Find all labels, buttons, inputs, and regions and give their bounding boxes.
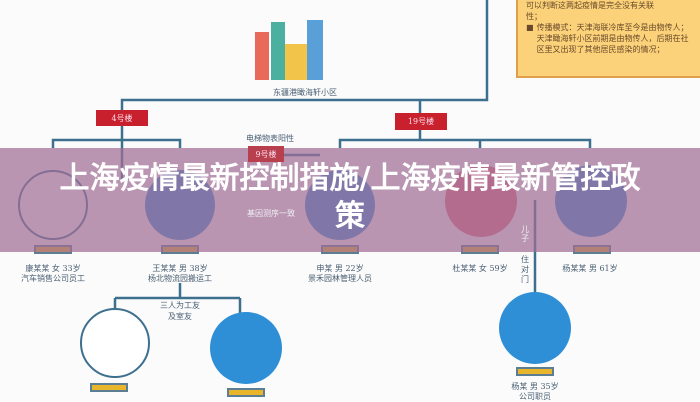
coworker-note: 三人为工友 及室友 xyxy=(160,301,200,321)
person-job: 杨北物流园搬运工 xyxy=(148,274,212,283)
building-19: 19号楼 xyxy=(395,113,447,130)
son-note: 儿子 xyxy=(521,225,529,243)
case-badge xyxy=(227,388,265,397)
gene-note: 基因测序一致 xyxy=(247,209,295,218)
person-name: 杨某某 男 61岁 xyxy=(562,264,618,273)
page-title: 上海疫情最新控制措施/上海疫情最新管控政策 xyxy=(59,161,641,234)
case-badge xyxy=(516,367,554,376)
person-name: 杜某某 女 59岁 xyxy=(452,264,508,273)
panel-line: 可以判断这两起疫情是完全没有关联 xyxy=(526,1,654,10)
panel-bullet: 传播模式：天津海联冷库至今是由物传人；天津瞰海轩小区前期是由物传人，后期在社区里… xyxy=(536,23,689,54)
person-name: 申某 男 22岁 xyxy=(316,264,364,273)
case-badge xyxy=(90,383,128,392)
panel-line: 性； xyxy=(526,12,542,21)
person-job: 景禾园林管理人员 xyxy=(308,274,372,283)
person-job: 公司职员 xyxy=(519,392,551,401)
avatar-coworker-2 xyxy=(210,312,282,384)
person-name: 康某某 女 33岁 xyxy=(25,264,81,273)
person-name: 王某某 男 38岁 xyxy=(152,264,208,273)
building-illustration xyxy=(255,18,327,80)
avatar-coworker-1 xyxy=(80,308,150,378)
bullet-icon: ■ xyxy=(526,23,534,32)
community-label: 东疆港瞰海轩小区 xyxy=(273,88,337,97)
person-job: 汽车销售公司员工 xyxy=(21,274,85,283)
avatar-yang-35 xyxy=(499,292,571,364)
title-overlay xyxy=(0,148,700,252)
person-name: 杨某 男 35岁 xyxy=(511,382,559,391)
elevator-note: 电梯物表阳性 xyxy=(246,134,294,143)
info-panel: 可以判断这两起疫情是完全没有关联 性； ■传播模式：天津海联冷库至今是由物传人；… xyxy=(516,0,700,78)
building-4: 4号楼 xyxy=(96,110,148,126)
opposite-note: 住对门 xyxy=(521,255,529,284)
building-9: 9号楼 xyxy=(248,146,284,162)
